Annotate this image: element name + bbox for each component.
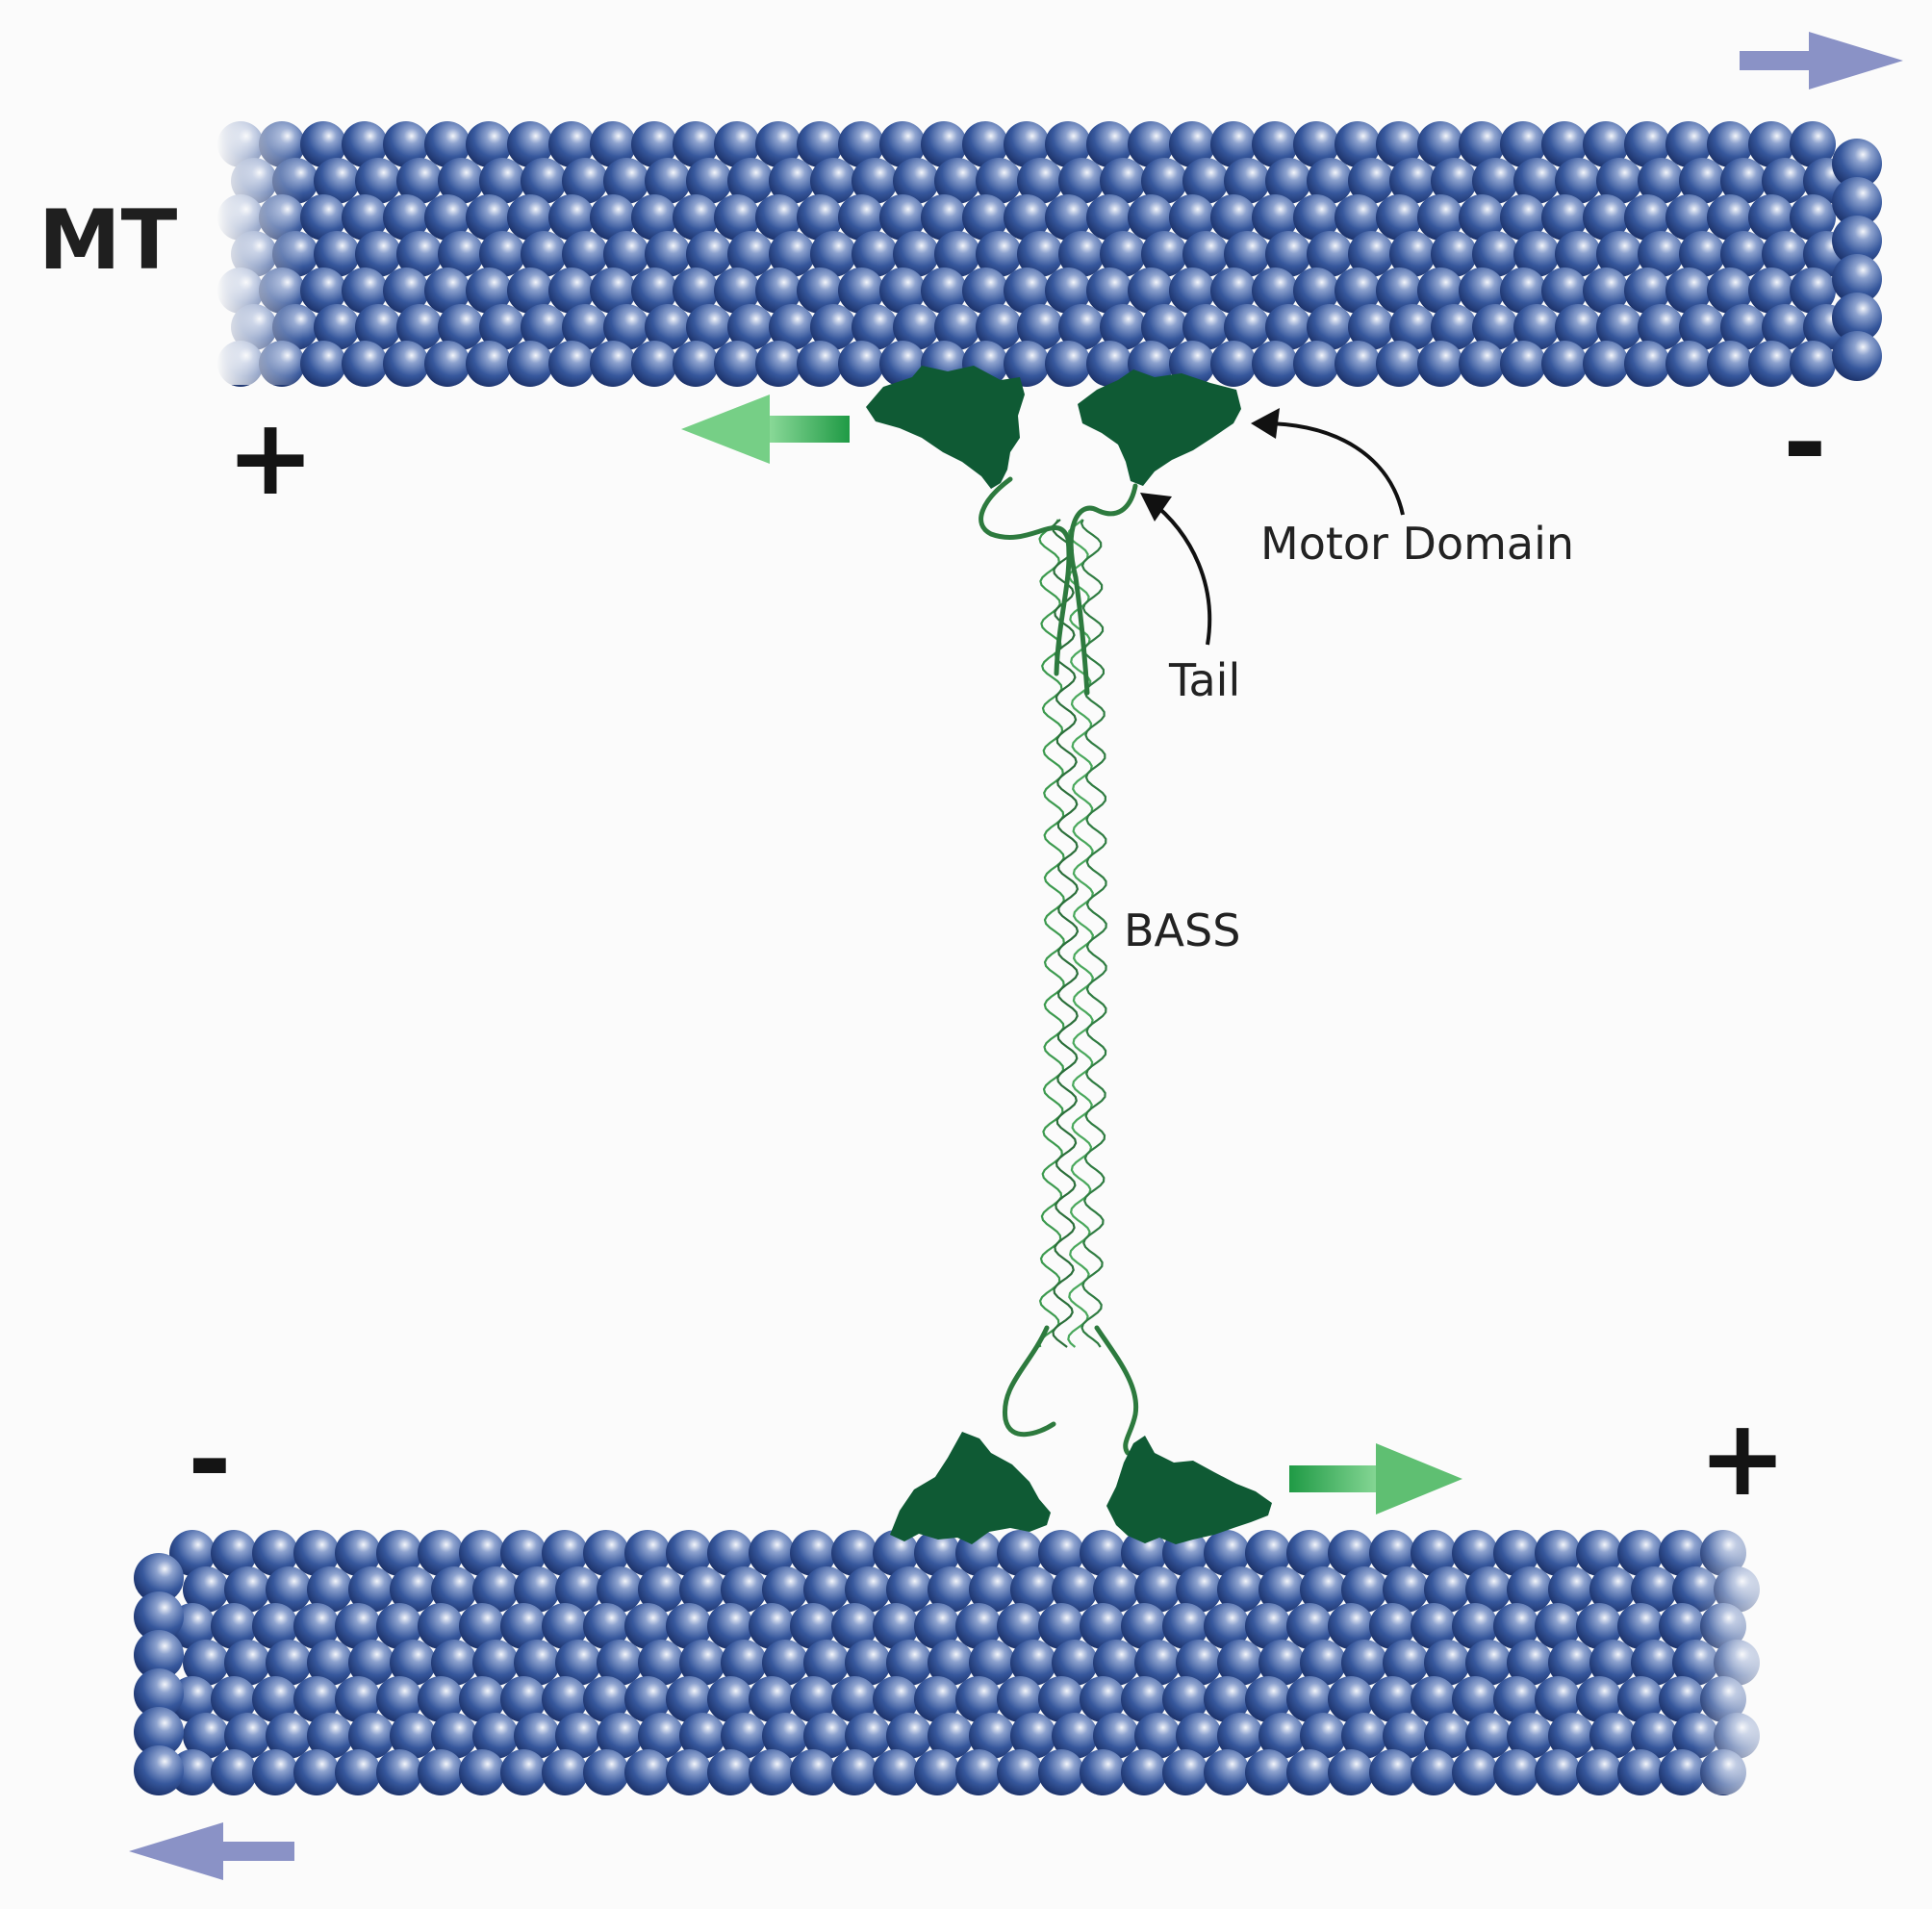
motor-domain-top-right xyxy=(1078,369,1241,486)
motor-direction-arrow-bottom-right xyxy=(1289,1443,1462,1514)
microtubule-direction-arrow-top-right xyxy=(1740,32,1903,89)
microtubule-bottom xyxy=(134,1530,1760,1795)
tail-pointer-arrow xyxy=(1140,493,1212,646)
microtubule-top xyxy=(217,121,1882,387)
motor-domain-label: Motor Domain xyxy=(1260,518,1575,570)
plus-end-label-top: + xyxy=(226,395,316,519)
mt-label: MT xyxy=(38,192,178,289)
plus-end-label-bottom: + xyxy=(1698,1396,1788,1519)
microtubule-bottom-fade xyxy=(1693,1525,1785,1794)
bass-stalk xyxy=(1037,519,1107,1348)
tail-linkers xyxy=(979,476,1139,1456)
microtubule-top-fade xyxy=(216,115,303,385)
minus-end-label-top: - xyxy=(1783,381,1827,504)
microtubule-direction-arrow-bottom-left xyxy=(129,1822,294,1880)
motor-domain-bottom-left xyxy=(890,1432,1051,1544)
motor-domain-pointer-arrow xyxy=(1251,408,1405,516)
bass-label: BASS xyxy=(1124,904,1241,956)
minus-end-label-bottom: - xyxy=(188,1398,232,1521)
motor-domain-bottom-right xyxy=(1106,1436,1272,1544)
tail-label: Tail xyxy=(1169,654,1241,706)
motor-domain-top-left xyxy=(866,366,1025,489)
motor-direction-arrow-top-left xyxy=(681,395,850,464)
